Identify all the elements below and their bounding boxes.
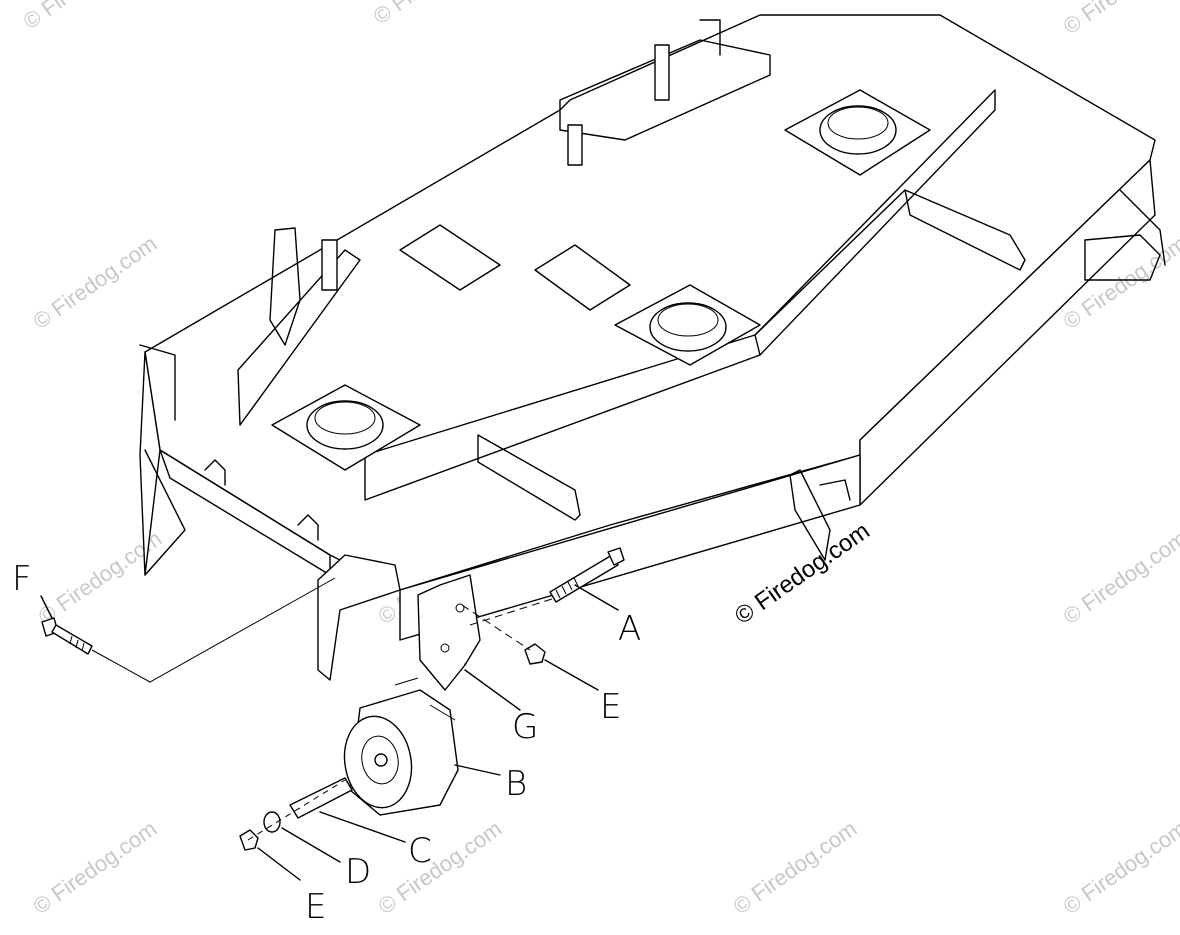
leader-a: [574, 584, 619, 611]
bolt-f: [41, 617, 93, 655]
leader-c: [319, 811, 406, 843]
deck-left-tower: [269, 227, 301, 346]
nut-e-upper: [524, 643, 546, 665]
deck-rear-channel: [904, 189, 1026, 271]
wheel-axis-line: [394, 677, 456, 721]
callout-labels: F A E G B C D E: [12, 559, 641, 927]
watermark: © Firedog.com: [1059, 526, 1180, 629]
deck-right-arm-edge: [1119, 189, 1166, 266]
leader-f: [40, 595, 53, 619]
deck-rail-lug-2: [297, 514, 319, 541]
callout-e-upper: E: [600, 687, 621, 727]
wheel-bracket-g: [317, 554, 481, 691]
spindle-plate-left: [271, 384, 421, 471]
wheel-spacer-c: [289, 777, 353, 819]
deck-rear-bracket: [559, 39, 771, 141]
deck-top-plate-2: [534, 244, 631, 311]
deck-front-channel: [477, 434, 581, 521]
watermark: © Firedog.com: [29, 231, 162, 334]
deck-left-channel: [237, 249, 361, 426]
watermark: © Firedog.com: [369, 0, 502, 29]
deck-rear-pin: [654, 44, 670, 101]
deck-rear-pin-2: [567, 124, 583, 166]
deck-rail-lug-1: [204, 459, 226, 486]
deck-rear-post: [699, 19, 721, 56]
callout-c: C: [408, 831, 432, 871]
leader-e-lower: [257, 847, 301, 881]
spindle-plate-right: [784, 89, 931, 176]
callout-b: B: [505, 764, 527, 804]
watermark: © Firedog.com: [19, 0, 152, 34]
nut-e-path-line: [461, 604, 531, 651]
deck-front-skirt: [399, 454, 861, 641]
watermark: © Firedog.com: [1059, 816, 1180, 919]
bolt-a-path-line: [469, 597, 556, 626]
anti-scalp-wheel-b: [343, 689, 459, 816]
assembly-leader-lines: [40, 577, 619, 881]
deck-rear-channel-edge: [754, 189, 906, 336]
washer-d: [263, 811, 281, 833]
bolt-f-path-line: [91, 577, 336, 683]
callout-a: A: [618, 609, 641, 649]
leader-e-upper: [544, 659, 599, 691]
deck-left-skirt-edge: [144, 449, 186, 576]
bolt-a: [549, 547, 625, 603]
callout-d: D: [345, 852, 371, 892]
deck-left-mount: [139, 344, 176, 421]
watermark: © Firedog.com: [29, 816, 162, 919]
callout-g: G: [512, 707, 538, 747]
deck-front-gusset-edge: [819, 479, 851, 501]
deck-right-arm: [1084, 234, 1161, 281]
spindle-plate-center: [614, 284, 761, 366]
nut-e-lower: [239, 829, 259, 851]
callout-f: F: [12, 559, 32, 599]
deck-left-pin: [321, 239, 338, 291]
deck-ridge-edge: [754, 334, 761, 356]
watermark: © Firedog.com: [1059, 0, 1180, 39]
leader-b: [454, 764, 501, 776]
deck-top-plate-1: [399, 224, 501, 291]
watermark: © Firedog.com: [374, 816, 507, 919]
watermark: © Firedog.com: [729, 816, 862, 919]
axle-path-line: [247, 779, 346, 841]
callout-e-lower: E: [305, 887, 326, 927]
leader-d: [281, 827, 341, 863]
deck-front-gusset: [789, 469, 831, 561]
leader-g: [464, 669, 521, 711]
